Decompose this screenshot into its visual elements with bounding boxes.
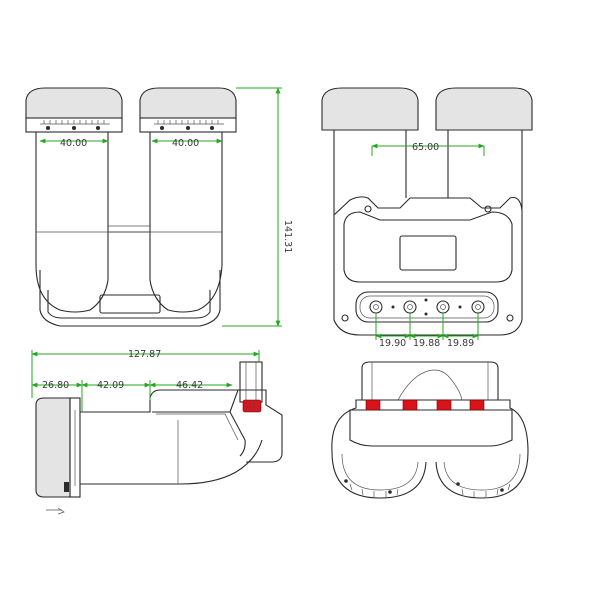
dim-segment-1: 26.80 [42,380,69,391]
back-right-cap [435,87,533,131]
front-view: 40.00 40.00 141.31 [25,87,293,327]
front-dimensions [39,87,282,327]
dim-segment-2: 42.09 [97,380,124,391]
dim-height: 141.31 [282,220,293,253]
side-dimensions [31,350,260,412]
dim-total-length: 127.87 [128,349,161,360]
front-body [35,132,223,327]
side-feed-cap [35,397,81,498]
side-f-connector [239,361,263,413]
back-view: 65.00 19.90 19.88 19.89 [321,87,533,349]
back-left-cap [321,87,419,131]
dim-feed-width-left: 40.00 [60,138,87,149]
dim-segment-3: 46.42 [176,380,203,391]
rear-ports [369,298,485,316]
dim-feed-width-right: 40.00 [172,138,199,149]
side-view: 127.87 26.80 42.09 46.42 [31,349,283,515]
bottom-f-connectors [365,399,485,411]
right-feed-cap [139,87,237,133]
back-dimensions [371,143,485,340]
dim-port-spacing-1: 19.90 [379,338,406,349]
dim-port-spacing-2: 19.88 [413,338,440,349]
left-feed-cap [25,87,123,133]
dim-feed-spacing: 65.00 [412,142,439,153]
bottom-view [331,361,529,499]
dim-port-spacing-3: 19.89 [447,338,474,349]
